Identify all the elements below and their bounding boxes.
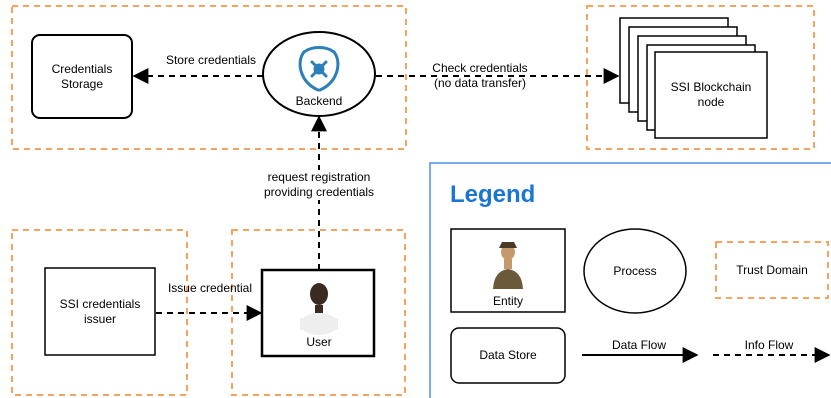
legend-data-flow-label: Data Flow bbox=[611, 338, 667, 352]
legend-process-label: Process bbox=[613, 264, 657, 278]
legend-title: Legend bbox=[450, 181, 536, 208]
legend-trust-domain-label: Trust Domain bbox=[736, 262, 808, 277]
legend-trust-domain-sample bbox=[715, 241, 829, 299]
issuer-label: SSI credentials issuer bbox=[59, 296, 141, 326]
legend-frame bbox=[429, 162, 831, 398]
credentials-storage-box bbox=[31, 34, 133, 119]
legend-data-store-label: Data Store bbox=[479, 348, 537, 362]
trust-domain-issuer bbox=[11, 229, 188, 396]
user-avatar-icon bbox=[300, 283, 338, 335]
legend-entity-label: Entity bbox=[492, 294, 523, 308]
blockchain-node-stack bbox=[619, 17, 768, 139]
request-registration-label: request registration providing credentia… bbox=[249, 170, 389, 200]
trust-domain-backend bbox=[11, 5, 407, 150]
store-credentials-label: Store credentials bbox=[165, 53, 257, 67]
check-credentials-label: Check credentials (no data transfer) bbox=[432, 61, 528, 90]
legend-process-ellipse bbox=[583, 228, 687, 314]
issuer-box bbox=[44, 267, 156, 356]
legend-entity-avatar-icon bbox=[493, 242, 523, 289]
issue-credential-label: Issue credential bbox=[167, 281, 253, 295]
trust-domain-blockchain bbox=[586, 5, 815, 150]
backend-logo-icon bbox=[298, 46, 340, 92]
user-label: User bbox=[306, 335, 332, 349]
credentials-storage-label: Credentials Storage bbox=[51, 61, 113, 91]
legend-info-flow-label: Info Flow bbox=[744, 338, 794, 352]
trust-domain-user bbox=[231, 229, 406, 396]
legend-data-store-box bbox=[450, 327, 566, 384]
blockchain-node-label: SSI Blockchain node bbox=[670, 80, 752, 109]
backend-label: Backend bbox=[295, 94, 343, 108]
